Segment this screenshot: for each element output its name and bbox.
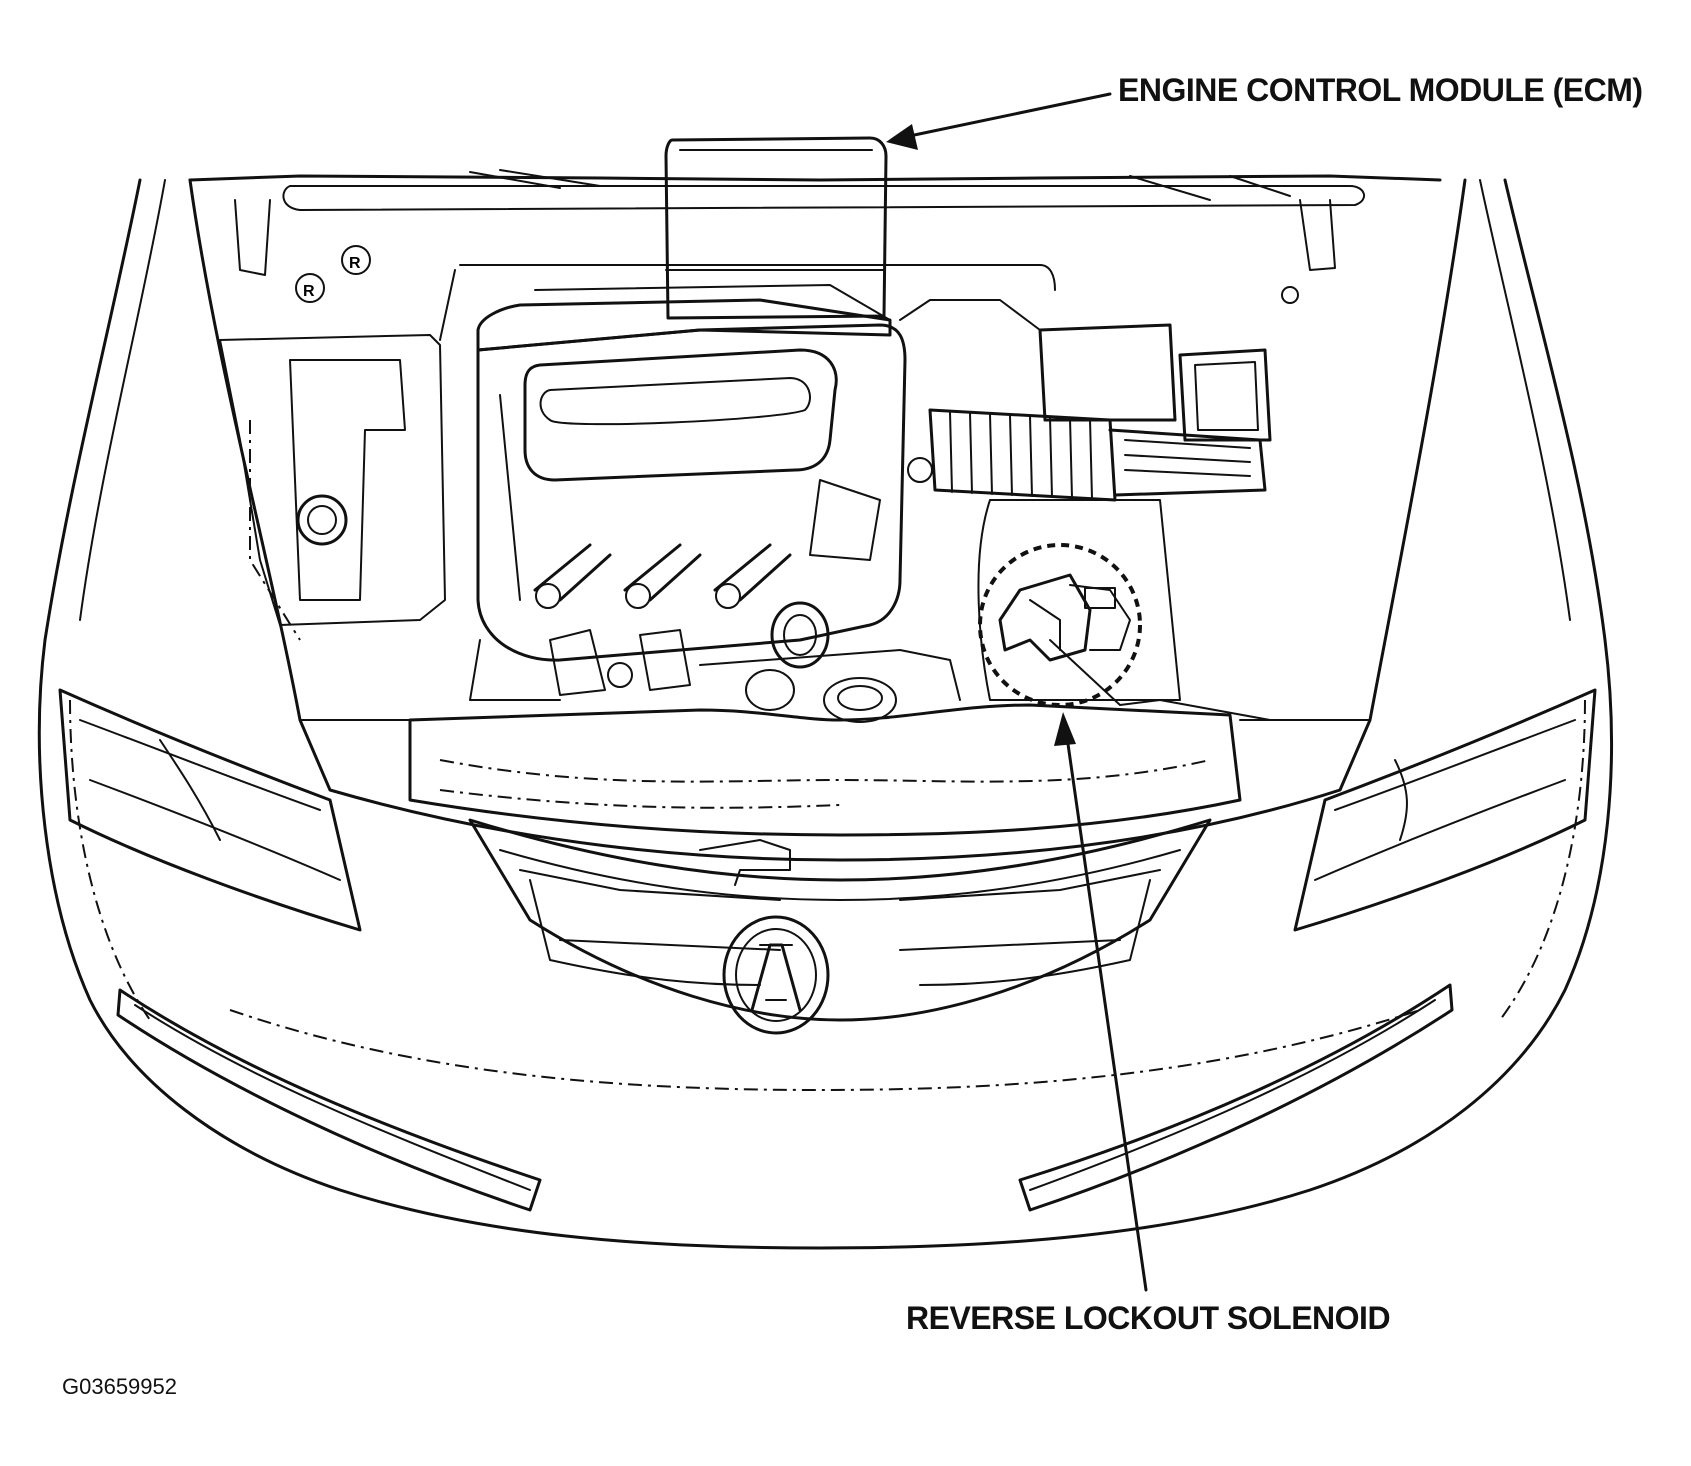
oil-filler-cap (469, 601, 961, 723)
acura-emblem (722, 915, 830, 1035)
solenoid-label: REVERSE LOCKOUT SOLENOID (906, 1300, 1391, 1336)
svg-text:R: R (349, 255, 361, 272)
intake-hose (899, 286, 1299, 502)
figure-id-label: G03659952 (62, 1374, 177, 1399)
ecm-label: ENGINE CONTROL MODULE (ECM) (1118, 72, 1643, 108)
hood-opening: R R (188, 169, 1467, 862)
svg-text:R: R (303, 283, 315, 300)
solenoid-leader-arrow (1054, 712, 1148, 1292)
car-body-outline (37, 178, 1613, 1250)
lower-vent-right (1018, 983, 1454, 1212)
front-grille (468, 818, 1212, 1022)
headlight-right (1293, 688, 1597, 932)
solenoid-area (977, 499, 1181, 707)
radiator-support (299, 639, 1371, 837)
ecm-leader-arrow (886, 92, 1112, 150)
lower-vent-left (116, 988, 542, 1212)
headlight-left (58, 688, 362, 932)
engine-cover (476, 284, 907, 662)
ecm-module (664, 136, 888, 320)
left-bay-components (219, 334, 446, 641)
